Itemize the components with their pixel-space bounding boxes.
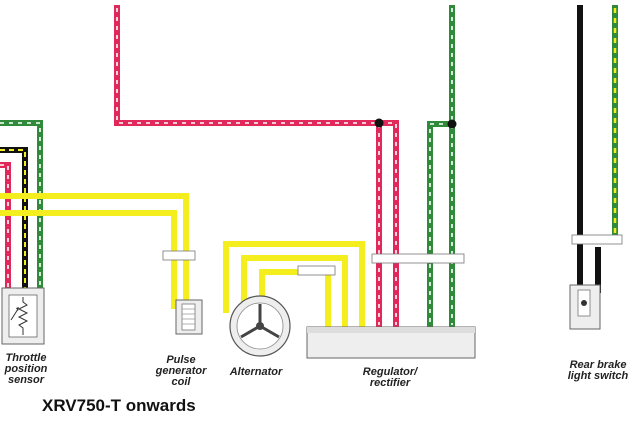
left-yellow-wire-2 — [0, 210, 177, 309]
green-wire-2 — [427, 121, 455, 328]
diagram-caption: XRV750-T onwards — [42, 396, 196, 415]
rear-brake-light-switch — [569, 284, 601, 330]
label-pulse-generator-coil: Pulse generator coil — [155, 354, 207, 388]
alternator-wires — [223, 241, 365, 333]
label-alternator: Alternator — [229, 366, 283, 378]
alternator — [229, 295, 291, 357]
left-red-wire — [0, 162, 11, 293]
connector-block — [162, 234, 623, 276]
regulator-rectifier — [306, 326, 476, 359]
label-rear-brake-light-switch: Rear brake light switch — [567, 359, 629, 382]
label-regulator-rectifier: Regulator/ rectifier — [362, 366, 418, 389]
pulse-generator-coil — [175, 299, 203, 335]
throttle-position-sensor — [1, 287, 45, 345]
left-yellow-wire — [0, 193, 189, 309]
label-throttle-position-sensor: Throttle position sensor — [4, 352, 48, 386]
junction-dot — [374, 118, 384, 128]
junction-dot — [447, 119, 457, 129]
left-black-yellow-wire — [0, 147, 28, 293]
red-wire — [114, 5, 382, 328]
left-green-wire — [0, 120, 43, 293]
